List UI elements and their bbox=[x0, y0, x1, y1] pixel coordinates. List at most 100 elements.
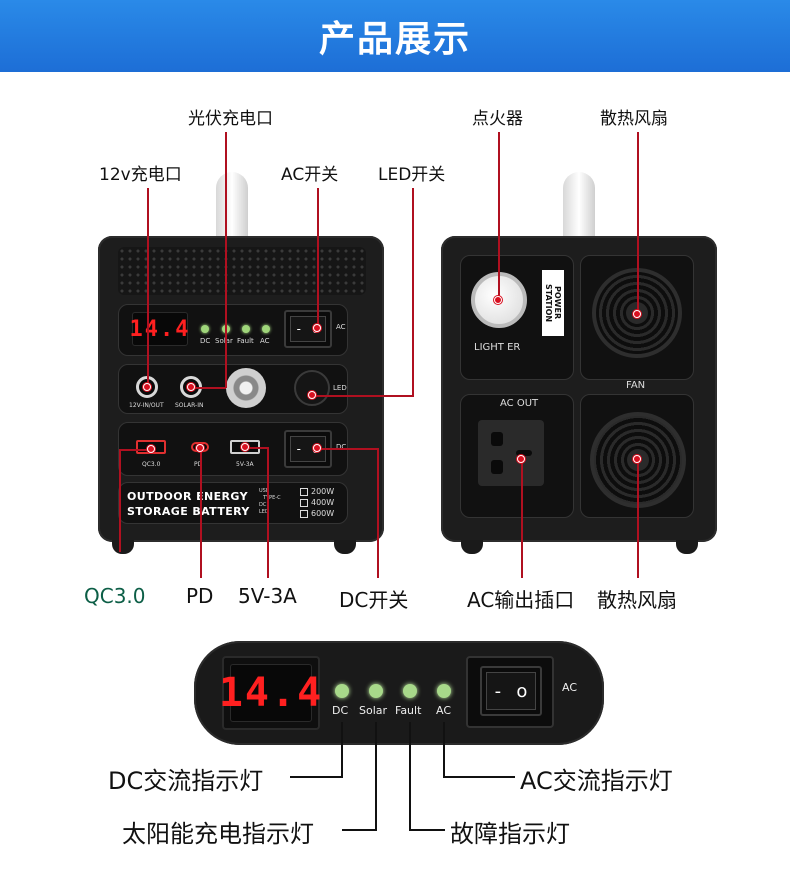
indicator-label-ac: AC bbox=[260, 337, 270, 345]
label-ac-indicator: AC交流指示灯 bbox=[520, 767, 673, 795]
callout-solar bbox=[225, 132, 227, 388]
label-dc-indicator: DC交流指示灯 bbox=[108, 767, 264, 795]
dc-power-switch[interactable]: -o bbox=[284, 430, 332, 468]
callout-dot bbox=[517, 455, 525, 463]
callout-dot bbox=[147, 445, 155, 453]
label-solar-port: 光伏充电口 bbox=[188, 109, 273, 129]
callout-fan-bottom bbox=[637, 459, 639, 578]
callout-qc30 bbox=[119, 450, 121, 552]
callout-dot bbox=[196, 444, 204, 452]
label-5v3a: 5V-3A bbox=[238, 584, 297, 608]
callout-ac-switch bbox=[317, 188, 319, 328]
label-cooling-fan-bottom: 散热风扇 bbox=[597, 588, 677, 612]
switch-on-mark: o bbox=[516, 680, 528, 702]
dc-indicator-led bbox=[201, 325, 209, 333]
callout-dot bbox=[313, 444, 321, 452]
callout-dot bbox=[143, 383, 151, 391]
indicator-label-dc: DC bbox=[200, 337, 211, 345]
12v-port-label: 12V-IN/OUT bbox=[129, 402, 164, 409]
lighter-label: LIGHT ER bbox=[474, 342, 521, 353]
indicator-label-fault: Fault bbox=[237, 337, 254, 345]
label-ac-switch: AC开关 bbox=[281, 165, 339, 185]
callout-solar-indicator bbox=[375, 722, 377, 830]
solar-in-label: SOLAR-IN bbox=[175, 402, 204, 409]
closeup-label-solar: Solar bbox=[359, 704, 388, 717]
callout-led bbox=[412, 188, 414, 396]
ac-outlet[interactable] bbox=[478, 420, 544, 486]
callout-solar-indicator bbox=[342, 829, 377, 831]
header-banner: 产品展示 bbox=[0, 0, 790, 72]
power-station-text: POWER STATION bbox=[544, 283, 562, 323]
callout-igniter bbox=[498, 132, 500, 300]
pd-port-label: PD bbox=[194, 461, 203, 468]
led-button[interactable] bbox=[294, 370, 330, 406]
ac-power-switch[interactable]: -o bbox=[284, 310, 332, 348]
closeup-ac-switch[interactable]: -o bbox=[480, 666, 542, 716]
callout-dot bbox=[308, 391, 316, 399]
closeup-voltage-value: 14.4 bbox=[218, 670, 324, 716]
label-pd: PD bbox=[186, 584, 214, 608]
foot bbox=[112, 540, 134, 554]
label-led-switch: LED开关 bbox=[378, 165, 446, 185]
led-label: LED bbox=[333, 384, 347, 392]
callout-dc-switch bbox=[317, 448, 379, 450]
callout-fault-indicator bbox=[409, 829, 445, 831]
voltage-value: 14.4 bbox=[129, 316, 191, 342]
legend-led: LED bbox=[259, 509, 269, 515]
callout-dc-switch bbox=[377, 449, 379, 578]
callout-dc-indicator bbox=[290, 776, 343, 778]
closeup-voltage-display: 14.4 bbox=[219, 664, 321, 722]
switch-off-mark: - bbox=[296, 442, 301, 456]
callout-led bbox=[312, 395, 414, 397]
callout-ac-indicator bbox=[443, 722, 445, 777]
foot bbox=[334, 540, 356, 554]
vent-grille bbox=[118, 247, 366, 295]
carry-handle bbox=[216, 172, 248, 240]
wattage-400: 400W bbox=[300, 498, 334, 507]
lighter-socket[interactable] bbox=[226, 368, 266, 408]
5v3a-port-label: 5V-3A bbox=[236, 461, 254, 468]
label-igniter: 点火器 bbox=[472, 109, 523, 129]
qc30-port-label: QC3.0 bbox=[142, 461, 161, 468]
label-12v-port: 12v充电口 bbox=[99, 165, 182, 185]
label-solar-indicator: 太阳能充电指示灯 bbox=[122, 820, 314, 848]
closeup-label-fault: Fault bbox=[395, 704, 422, 717]
label-cooling-fan-top: 散热风扇 bbox=[600, 109, 668, 129]
voltage-display: 14.4 bbox=[129, 312, 191, 346]
closeup-ac-led bbox=[437, 684, 451, 698]
callout-dot bbox=[633, 455, 641, 463]
callout-5v3a bbox=[245, 447, 269, 449]
legend-type-c: TYPE-C bbox=[263, 495, 281, 501]
callout-5v3a bbox=[267, 448, 269, 578]
closeup-dc-led bbox=[335, 684, 349, 698]
power-station-label: POWER STATION bbox=[542, 270, 564, 336]
brand-line-1: OUTDOOR ENERGY bbox=[127, 490, 248, 503]
callout-solar bbox=[191, 387, 226, 389]
brand-line-2: STORAGE BATTERY bbox=[127, 505, 250, 518]
fault-indicator-led bbox=[242, 325, 250, 333]
closeup-ac-label: AC bbox=[562, 681, 578, 694]
indicator-label-solar: Solar bbox=[215, 337, 233, 345]
closeup-fault-led bbox=[403, 684, 417, 698]
wattage-600: 600W bbox=[300, 509, 334, 518]
outlet-hole bbox=[516, 450, 532, 456]
legend-dc: DC bbox=[259, 502, 267, 508]
closeup-label-dc: DC bbox=[332, 704, 349, 717]
callout-dot bbox=[241, 443, 249, 451]
ac-switch-label: AC bbox=[336, 323, 346, 331]
wattage-200: 200W bbox=[300, 487, 334, 496]
page-title: 产品展示 bbox=[318, 19, 471, 60]
callout-dot bbox=[313, 324, 321, 332]
outlet-hole bbox=[491, 432, 503, 446]
callout-dot bbox=[633, 310, 641, 318]
closeup-solar-led bbox=[369, 684, 383, 698]
label-ac-outlet: AC输出插口 bbox=[467, 588, 575, 612]
ac-indicator-led bbox=[262, 325, 270, 333]
label-qc30: QC3.0 bbox=[84, 584, 146, 608]
callout-ac-outlet bbox=[521, 459, 523, 578]
carry-handle bbox=[563, 172, 595, 240]
ac-out-label: AC OUT bbox=[500, 398, 539, 409]
fan-label: FAN bbox=[626, 380, 646, 391]
callout-ac-indicator bbox=[443, 776, 515, 778]
callout-qc30 bbox=[119, 449, 152, 451]
